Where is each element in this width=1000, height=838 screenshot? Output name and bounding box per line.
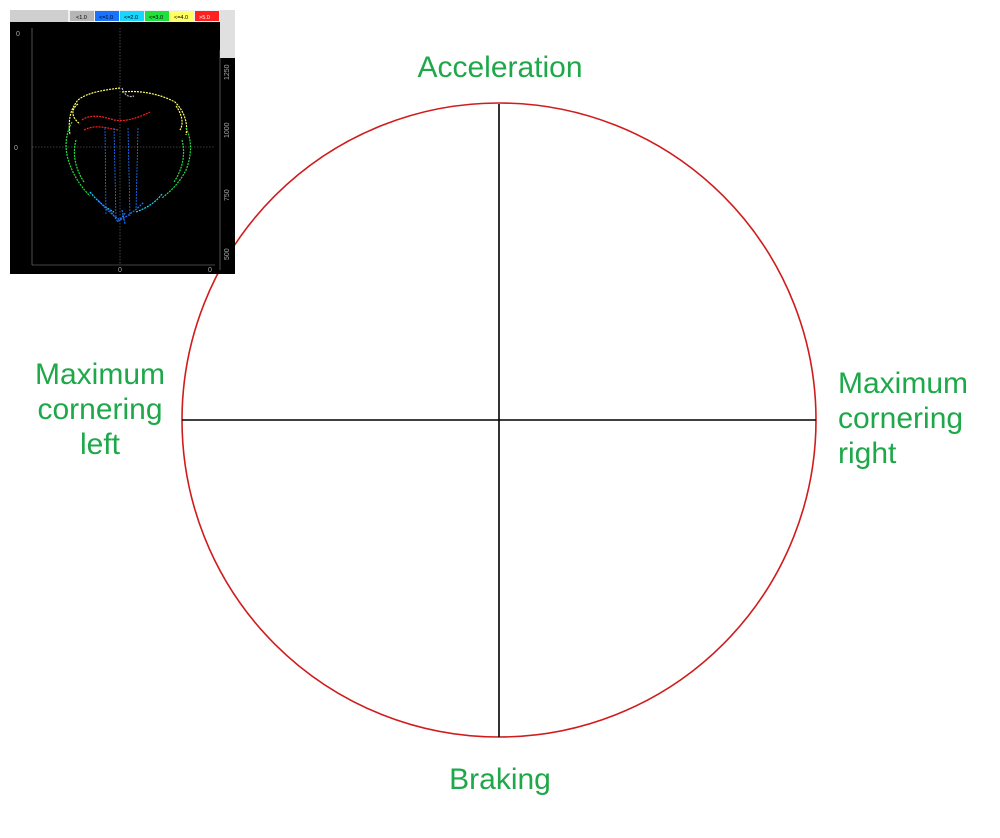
label-acceleration: Acceleration bbox=[417, 51, 583, 84]
legend-swatch-6 bbox=[195, 11, 219, 21]
label-left-line1: Maximum bbox=[34, 358, 165, 391]
bottom-tick-center: 0 bbox=[118, 267, 122, 274]
legend-swatch-1 bbox=[70, 11, 94, 21]
legend-label-2: <=1.0 bbox=[99, 15, 113, 21]
legend-label-6: >5.0 bbox=[199, 15, 210, 21]
legend-swatch-2 bbox=[95, 11, 119, 21]
label-max-cornering-right: Maximum cornering right bbox=[820, 366, 990, 471]
legend-label-5: <=4.0 bbox=[174, 15, 188, 21]
right-tick-500: 500 bbox=[224, 248, 231, 260]
label-max-cornering-left: Maximum cornering left bbox=[0, 357, 200, 462]
telemetry-gg-plot-inset: <1.0 <=1.0 <=2.0 <=3.0 <=4.0 >5.0 1250 1… bbox=[10, 10, 235, 274]
label-braking: Braking bbox=[449, 763, 551, 796]
label-left-line3: left bbox=[79, 428, 121, 461]
telemetry-traces bbox=[65, 87, 192, 225]
label-right-line2: cornering bbox=[838, 402, 964, 435]
legend-swatch-4 bbox=[145, 11, 169, 21]
label-right-line1: Maximum bbox=[838, 367, 969, 400]
legend: <1.0 <=1.0 <=2.0 <=3.0 <=4.0 >5.0 bbox=[70, 11, 219, 21]
telemetry-plot-svg: <1.0 <=1.0 <=2.0 <=3.0 <=4.0 >5.0 1250 1… bbox=[10, 10, 235, 274]
legend-label-3: <=2.0 bbox=[124, 15, 138, 21]
right-tick-1000: 1000 bbox=[224, 122, 231, 138]
legend-label-4: <=3.0 bbox=[149, 15, 163, 21]
right-tick-750: 750 bbox=[224, 189, 231, 201]
bottom-tick-right: 0 bbox=[208, 267, 212, 274]
legend-swatch-5 bbox=[170, 11, 194, 21]
label-left-line2: cornering bbox=[37, 393, 163, 426]
right-tick-1250: 1250 bbox=[224, 64, 231, 80]
legend-swatch-3 bbox=[120, 11, 144, 21]
legend-label-1: <1.0 bbox=[76, 15, 87, 21]
left-tick-top: 0 bbox=[16, 31, 20, 38]
left-tick-mid: 0 bbox=[14, 145, 18, 152]
label-right-line3: right bbox=[838, 437, 897, 470]
